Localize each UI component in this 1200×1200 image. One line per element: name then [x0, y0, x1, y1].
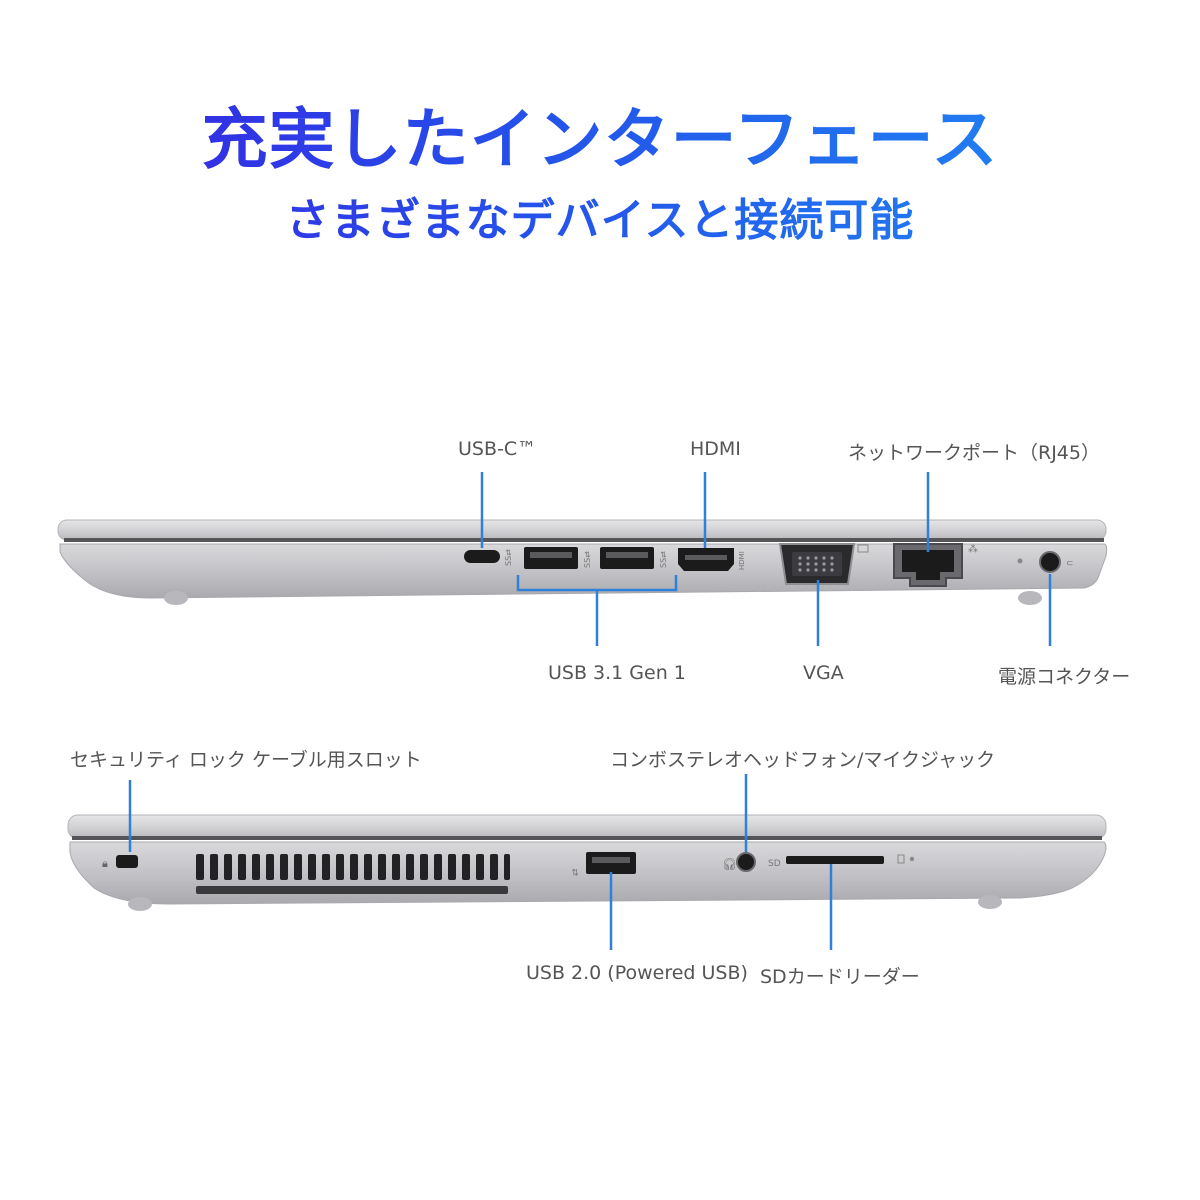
lock-icon: 🔒︎: [102, 857, 108, 870]
lid: [67, 814, 1107, 840]
network-icon: ⁂: [968, 543, 978, 555]
bottom-callouts: [128, 774, 833, 950]
laptop-left-side: 🔒︎ ⇄ 🎧︎ SD: [67, 814, 1107, 911]
power-led: [1017, 558, 1023, 564]
label-power-connector: 電源コネクター: [998, 666, 1131, 688]
label-audio-jack: コンボステレオヘッドフォン/マイクジャック: [610, 749, 996, 771]
drive-led: [909, 856, 915, 862]
rubber-foot-left: [128, 897, 152, 911]
laptop-right-side: SS⇄ SS⇄ SS⇄ HDMI ⁂ ⊂: [57, 519, 1108, 605]
label-usb-c: USB-C™: [458, 438, 537, 460]
usb-ss-icon-2: SS⇄: [659, 551, 668, 568]
page-title: 充実したインターフェース: [0, 86, 1200, 182]
label-hdmi: HDMI: [690, 438, 741, 460]
hinge-line: [64, 538, 1104, 542]
headphone-icon: 🎧︎: [722, 857, 737, 871]
rubber-foot-right: [1018, 591, 1042, 605]
usb-c-icon: SS⇄: [504, 549, 513, 566]
cooling-vent: [196, 854, 510, 894]
top-callouts: [480, 472, 1052, 646]
hdmi-icon: HDMI: [738, 551, 746, 570]
rubber-foot-left: [164, 591, 188, 605]
usb-icon: ⇄: [571, 868, 581, 876]
sd-card-slot[interactable]: [786, 856, 884, 864]
rubber-foot-right: [978, 895, 1002, 909]
sd-icon: SD: [768, 859, 781, 869]
label-usb-3-1: USB 3.1 Gen 1: [548, 662, 686, 684]
label-network-port: ネットワークポート（RJ45）: [848, 442, 1100, 464]
label-sd-reader: SDカードリーダー: [760, 966, 920, 988]
drive-activity-icon: [897, 854, 905, 864]
label-usb-2: USB 2.0 (Powered USB): [526, 962, 748, 984]
hinge-line: [72, 836, 1102, 840]
power-connector[interactable]: [1039, 551, 1061, 573]
power-icon: ⊂: [1066, 559, 1074, 569]
label-security-lock: セキュリティ ロック ケーブル用スロット: [70, 749, 422, 771]
page-subtitle: さまざまなデバイスと接続可能: [0, 184, 1200, 248]
vga-pins: [798, 556, 834, 572]
usb-c-port[interactable]: [464, 550, 500, 563]
security-lock-slot[interactable]: [116, 855, 138, 868]
audio-jack[interactable]: [736, 852, 756, 872]
vga-icon: [857, 544, 869, 553]
label-vga: VGA: [803, 662, 844, 684]
lid: [57, 519, 1107, 541]
usb-ss-icon-1: SS⇄: [583, 551, 592, 568]
